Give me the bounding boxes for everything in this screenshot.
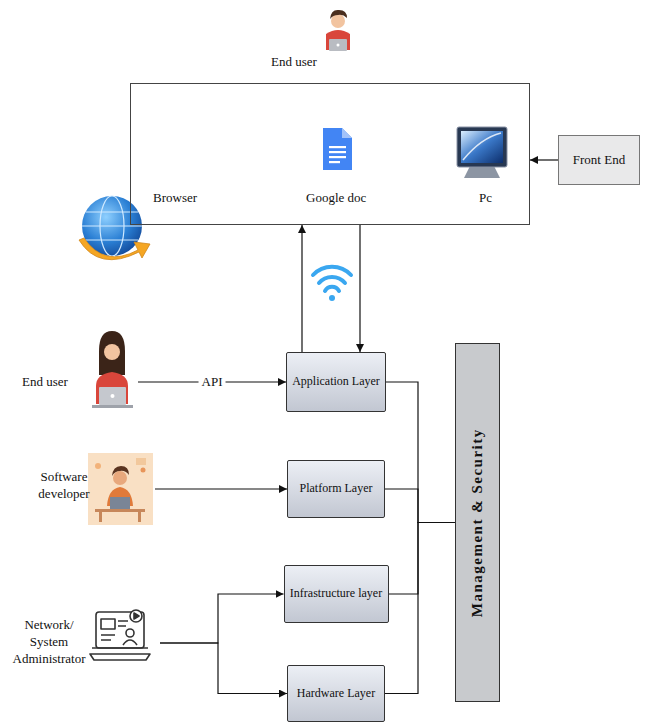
node-text: Browser	[153, 190, 197, 207]
layer-box: Infrastructure layer	[284, 565, 389, 623]
connector	[155, 488, 287, 489]
browser-globe	[79, 196, 150, 260]
node-text: Google doc	[306, 190, 366, 207]
layer-box: Platform Layer	[287, 460, 385, 518]
node-text: Pc	[479, 190, 492, 207]
doc-icon	[323, 128, 352, 170]
connector	[385, 489, 455, 523]
connector	[389, 523, 456, 595]
node-text: Management & Security	[468, 428, 488, 617]
node-text: Infrastructure layer	[290, 586, 382, 602]
edge-label: API	[199, 374, 226, 390]
user-group: Software developer	[30, 450, 155, 528]
node-text: End user	[271, 54, 317, 71]
layer-box: Application Layer	[286, 352, 386, 412]
node-text: Hardware Layer	[297, 686, 375, 702]
node-text: Application Layer	[292, 374, 380, 390]
connector	[301, 225, 302, 352]
developer-illustration	[88, 453, 153, 525]
layer-box: Hardware Layer	[287, 665, 385, 722]
connector	[386, 382, 455, 523]
connector	[385, 523, 455, 694]
connector	[359, 225, 360, 352]
node-text: Front End	[573, 152, 625, 169]
connector	[530, 159, 558, 160]
connector	[138, 381, 286, 382]
security-bar: Management & Security	[455, 343, 500, 702]
node-text: Platform Layer	[300, 481, 373, 497]
pc-monitor	[457, 127, 507, 178]
user-icon	[326, 10, 350, 51]
user-group: End user	[265, 4, 365, 80]
node-text: Network/ System Administrator	[8, 617, 90, 668]
wifi-symbol	[313, 267, 351, 301]
connector	[160, 594, 284, 643]
admin-icon	[90, 610, 150, 660]
node-text: End user	[22, 374, 68, 391]
user-group: End user	[20, 340, 138, 424]
user-icon	[92, 331, 133, 408]
user-group: Network/ System Administrator	[8, 604, 160, 682]
node-text: Software developer	[33, 469, 95, 503]
connector	[160, 643, 287, 694]
front-end-panel: Browser Google doc Pc	[130, 83, 530, 225]
process-box: Front End	[558, 135, 640, 185]
